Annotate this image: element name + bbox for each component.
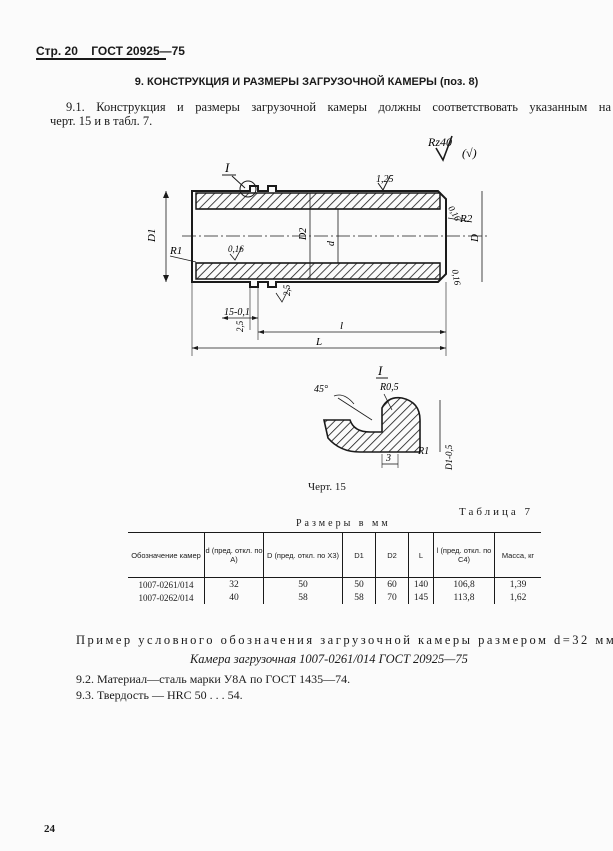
upper-wall-section: [195, 192, 441, 210]
radius-r2-label: R2: [459, 213, 473, 225]
part-outline: [191, 185, 447, 288]
dim-25-side-label: 2,5: [235, 320, 245, 332]
paragraph-9-1-line2: черт. 15 и в табл. 7.: [50, 114, 153, 128]
detail-r05-label: R0,5: [379, 382, 399, 393]
table-cell: 50: [263, 577, 343, 591]
col-header-mass: Масса, кг: [494, 532, 541, 578]
page-header: Стр. 20 ГОСТ 20925—75: [36, 44, 185, 58]
roughness-check-icon: [435, 135, 453, 162]
spec-table: Обозначение камер d (пред. откл. по A) D…: [128, 532, 541, 604]
table-cell: 106,8: [433, 577, 495, 591]
detail-r1-label: R1: [417, 446, 429, 457]
table-cell: 50: [342, 577, 376, 591]
table-label: Таблица 7: [459, 506, 534, 518]
dim-d-label: d: [326, 240, 337, 246]
paragraph-9-1-line1: 9.1. Конструкция и размеры загрузочной к…: [66, 100, 611, 114]
table-cell: 58: [342, 591, 376, 604]
figure-caption: Черт. 15: [308, 481, 346, 493]
col-header-l: l (пред. откл. по C4): [433, 532, 495, 578]
roughness-value: Rz40: [427, 135, 452, 149]
table-cell: 1007-0261/014: [138, 579, 194, 590]
technical-drawing: Rz40 (√) I 1,25 0,16 R2 D 0,16 D1 R1 0,1…: [146, 135, 490, 471]
col-header-L: L: [408, 532, 434, 578]
detail-ref-label: I: [224, 160, 230, 175]
table-cell: 1,39: [494, 577, 541, 591]
dim-L-label: L: [315, 336, 322, 348]
detail-d1-label: D1-0,5: [444, 444, 454, 471]
paragraph-9-3: 9.3. Твердость — HRC 50 . . . 54.: [76, 688, 243, 702]
dim-15-label: 15-0,1: [224, 307, 250, 318]
table-cell: 60: [375, 577, 409, 591]
table-cell: 58: [263, 591, 343, 604]
table-cell: 1,62: [494, 591, 541, 604]
table-cell: 40: [204, 591, 264, 604]
radius-r1-label: R1: [169, 245, 182, 257]
detail-dim-3-label: 3: [385, 453, 391, 464]
dim-D2-label: D2: [298, 228, 309, 241]
page-number: 24: [44, 823, 55, 835]
angle-label-inner: 0,16: [228, 244, 244, 254]
table-cell: 113,8: [433, 591, 495, 604]
table-row: 1007-0261/014 32 50 50 60 140 106,8 1,39: [128, 577, 541, 591]
table-cell: 140: [408, 577, 434, 591]
col-header-designation: Обозначение камер: [131, 550, 201, 560]
detail-angle-label: 45°: [314, 384, 328, 395]
table-header-row: Обозначение камер d (пред. откл. по A) D…: [128, 532, 541, 578]
roughness-paren: (√): [462, 146, 477, 160]
table-row: 1007-0262/014 40 58 58 70 145 113,8 1,62: [128, 591, 541, 604]
table-units: Размеры в мм: [296, 518, 391, 529]
page-label: Стр. 20: [36, 44, 78, 58]
angle-label-bottom: 0,16: [450, 269, 463, 287]
dim-D-label: D: [469, 234, 481, 243]
table-cell: 70: [375, 591, 409, 604]
example-designation: Камера загрузочная 1007-0261/014 ГОСТ 20…: [190, 652, 468, 666]
col-header-D2: D2: [375, 532, 409, 578]
example-lead: Пример условного обозначения загрузочной…: [76, 633, 613, 647]
dim-D1-label: D1: [146, 229, 158, 243]
table-cell: 32: [204, 577, 264, 591]
chamfer-label: 1,25: [376, 174, 394, 185]
paragraph-9-2: 9.2. Материал—сталь марки У8А по ГОСТ 14…: [76, 672, 351, 686]
table-cell: 1007-0262/014: [138, 592, 194, 603]
lower-wall-section: [195, 262, 441, 280]
dim-25-label: 2,5: [282, 284, 292, 296]
table-cell: 145: [408, 591, 434, 604]
col-header-D: D (пред. откл. по X3): [263, 532, 343, 578]
section-title: 9. КОНСТРУКЦИЯ И РАЗМЕРЫ ЗАГРУЗОЧНОЙ КАМ…: [134, 76, 479, 88]
header-rule: [36, 58, 166, 60]
detail-title: I: [377, 363, 383, 378]
col-header-d: d (пред. откл. по A): [204, 532, 264, 578]
col-header-D1: D1: [342, 532, 376, 578]
dim-l-label: l: [340, 320, 343, 332]
standard-number: ГОСТ 20925—75: [91, 44, 185, 58]
detail-section: [323, 396, 421, 453]
